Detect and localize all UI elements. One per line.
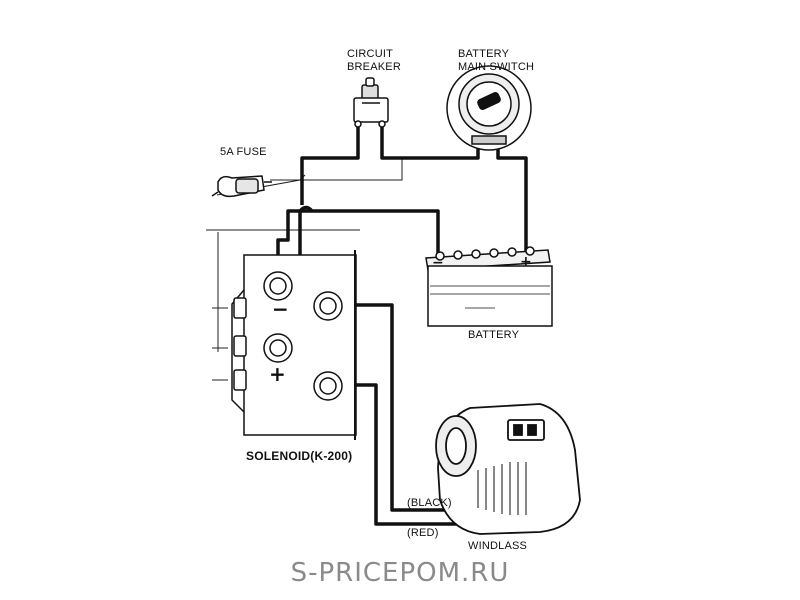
circuit-breaker-label-1: CIRCUIT [347,48,394,60]
circuit-breaker-icon [353,77,389,128]
windlass-label: WINDLASS [468,540,528,552]
fuse-icon [211,175,272,198]
solenoid-plus-sign: + [269,362,286,386]
battery-switch-icon [446,65,532,151]
watermark: S-PRICEPOM.RU [290,558,510,588]
circuit-breaker-label-2: BREAKER [347,61,401,73]
battery-switch-label-2: MAIN SWITCH [458,61,535,73]
windlass-icon [435,403,581,535]
solenoid-label: SOLENOID(K-200) [246,449,353,463]
battery-plus-sign: + [520,254,532,270]
red-wire-label: (RED) [407,527,439,539]
battery-label: BATTERY [468,329,520,341]
solenoid-minus-sign: − [272,297,289,321]
battery-icon [425,246,553,327]
battery-switch-label-1: BATTERY [458,48,510,60]
battery-minus-sign: − [432,255,444,271]
fuse-label: 5A FUSE [220,146,267,158]
black-wire-label: (BLACK) [407,497,452,509]
solenoid-icon [231,250,357,440]
